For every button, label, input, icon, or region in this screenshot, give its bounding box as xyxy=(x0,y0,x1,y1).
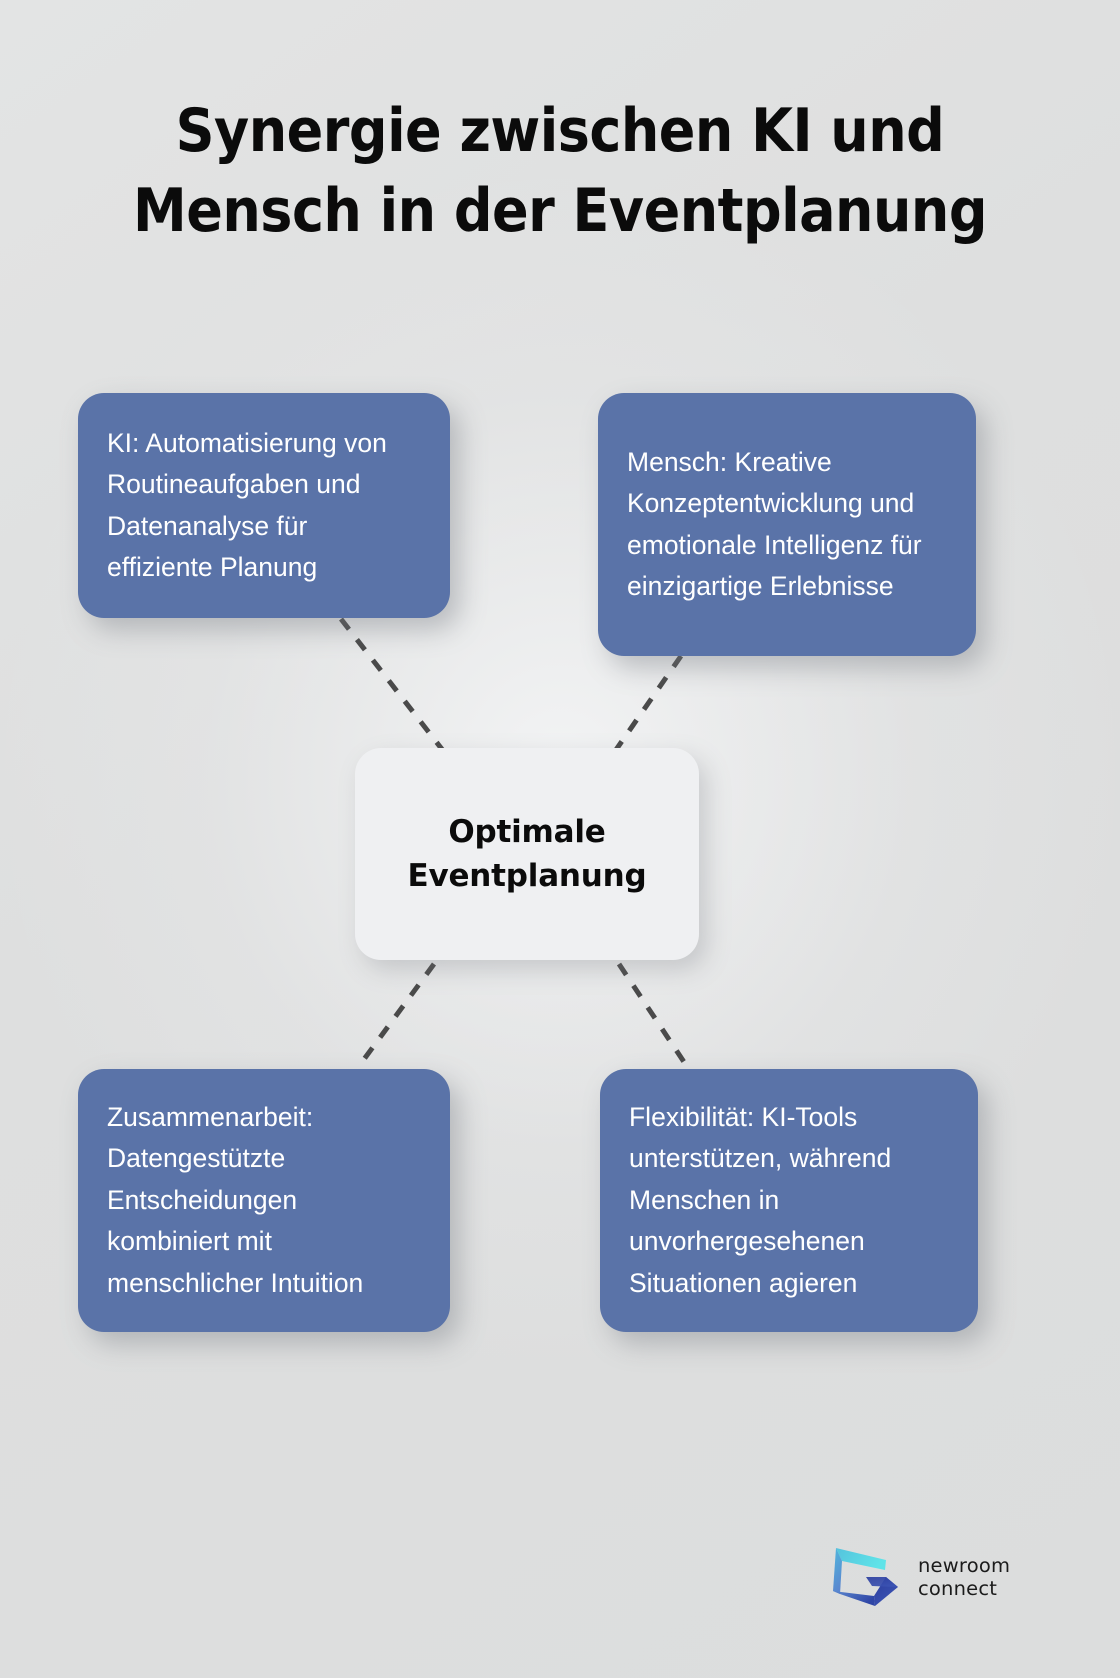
card-human[interactable]: Mensch: Kreative Konzeptentwicklung und … xyxy=(598,393,976,656)
brand-logo: newroom connect xyxy=(828,1540,1010,1614)
newroom-connect-logo-icon xyxy=(833,1548,898,1606)
brand-logo-word-line-1: newroom xyxy=(918,1554,1011,1577)
card-ai-text: KI: Automatisierung von Routineaufgaben … xyxy=(107,427,387,582)
connector-line-bottom-left xyxy=(359,962,437,1064)
center-node-label-line-1: Optimale xyxy=(448,813,606,850)
card-collaboration-text: Zusammenarbeit: Datengestützte Entscheid… xyxy=(107,1101,364,1298)
center-node-label-line-2: Eventplanung xyxy=(407,858,647,894)
card-collaboration[interactable]: Zusammenarbeit: Datengestützte Entscheid… xyxy=(78,1069,450,1332)
connector-line-bottom-right xyxy=(616,962,687,1064)
connector-line-top-right xyxy=(608,654,684,759)
card-flexibility-text: Flexibilität: KI-Tools unterstützen, wäh… xyxy=(629,1101,892,1298)
card-flexibility[interactable]: Flexibilität: KI-Tools unterstützen, wäh… xyxy=(600,1069,978,1332)
page-title-line-2: Mensch in der Eventplanung xyxy=(133,175,987,246)
card-human-text: Mensch: Kreative Konzeptentwicklung und … xyxy=(627,446,922,601)
page-title: Synergie zwischen KI und Mensch in der E… xyxy=(60,92,1060,252)
center-node-label: Optimale Eventplanung xyxy=(407,810,646,898)
center-node-optimal-event-planning[interactable]: Optimale Eventplanung xyxy=(355,748,699,960)
brand-logo-word-line-2: connect xyxy=(918,1577,998,1600)
page-title-line-1: Synergie zwischen KI und xyxy=(175,96,945,166)
card-ai[interactable]: KI: Automatisierung von Routineaufgaben … xyxy=(78,393,450,618)
brand-logo-wordmark: newroom connect xyxy=(918,1554,1010,1600)
connector-line-top-left xyxy=(339,617,450,759)
